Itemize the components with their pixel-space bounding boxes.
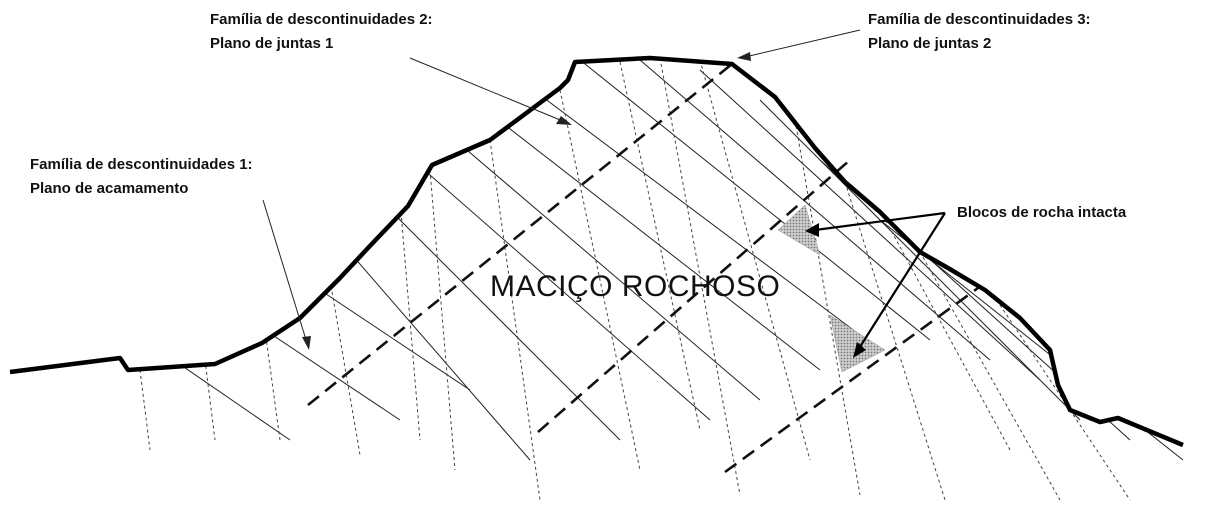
family1-label-line2: Plano de acamamento: [30, 180, 189, 197]
massif-title: MACIÇO ROCHOSO: [490, 270, 781, 303]
arrow-family1: [302, 336, 311, 350]
block-arrows: [814, 211, 946, 351]
family3-label-line1: Família de descontinuidades 3:: [868, 11, 1091, 28]
family2-label-line2: Plano de juntas 1: [210, 35, 334, 52]
family3-label-line2: Plano de juntas 2: [868, 35, 992, 52]
intact-blocks-label: Blocos de rocha intacta: [957, 204, 1127, 221]
arrow-family2: [556, 116, 572, 125]
family2-label-line1: Família de descontinuidades 2:: [210, 11, 433, 28]
arrow-family3: [737, 52, 751, 61]
arrow-block-1: [805, 223, 819, 237]
joint-planes-1: [139, 58, 1131, 501]
joint-planes-2: [307, 62, 979, 474]
bedding-planes: [129, 59, 1183, 461]
family1-label-line1: Família de descontinuidades 1:: [30, 156, 253, 173]
leader-lines: [262, 29, 861, 344]
arrow-block-2: [853, 342, 866, 358]
terrain-surface: [9, 55, 1184, 448]
